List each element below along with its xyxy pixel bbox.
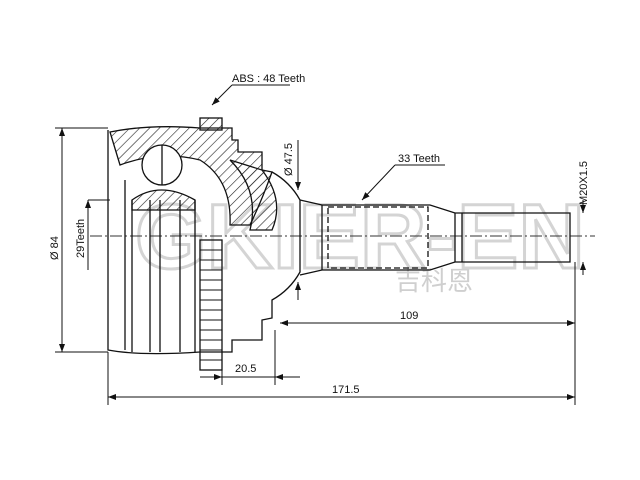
inner-teeth-label: 29Teeth [75, 219, 87, 258]
abs-teeth-label: ABS : 48 Teeth [232, 73, 305, 85]
abs-offset-label: 20.5 [235, 363, 256, 375]
dimensions [55, 84, 586, 405]
thread-label: M20X1.5 [578, 161, 590, 205]
svg-text:GKIER-EN: GKIER-EN [135, 186, 585, 288]
overall-length-label: 171.5 [332, 384, 360, 396]
shaft [299, 199, 571, 276]
outer-housing [107, 117, 301, 371]
shaft-teeth-label: 33 Teeth [398, 153, 440, 165]
watermark: GKIER-EN 吉科恩 [134, 185, 587, 298]
shaft-length-label: 109 [400, 310, 418, 322]
svg-text:吉科恩: 吉科恩 [395, 267, 473, 297]
outer-diameter-label: Ø 84 [49, 236, 61, 260]
inner-diameter-label: Ø 47.5 [283, 143, 295, 176]
